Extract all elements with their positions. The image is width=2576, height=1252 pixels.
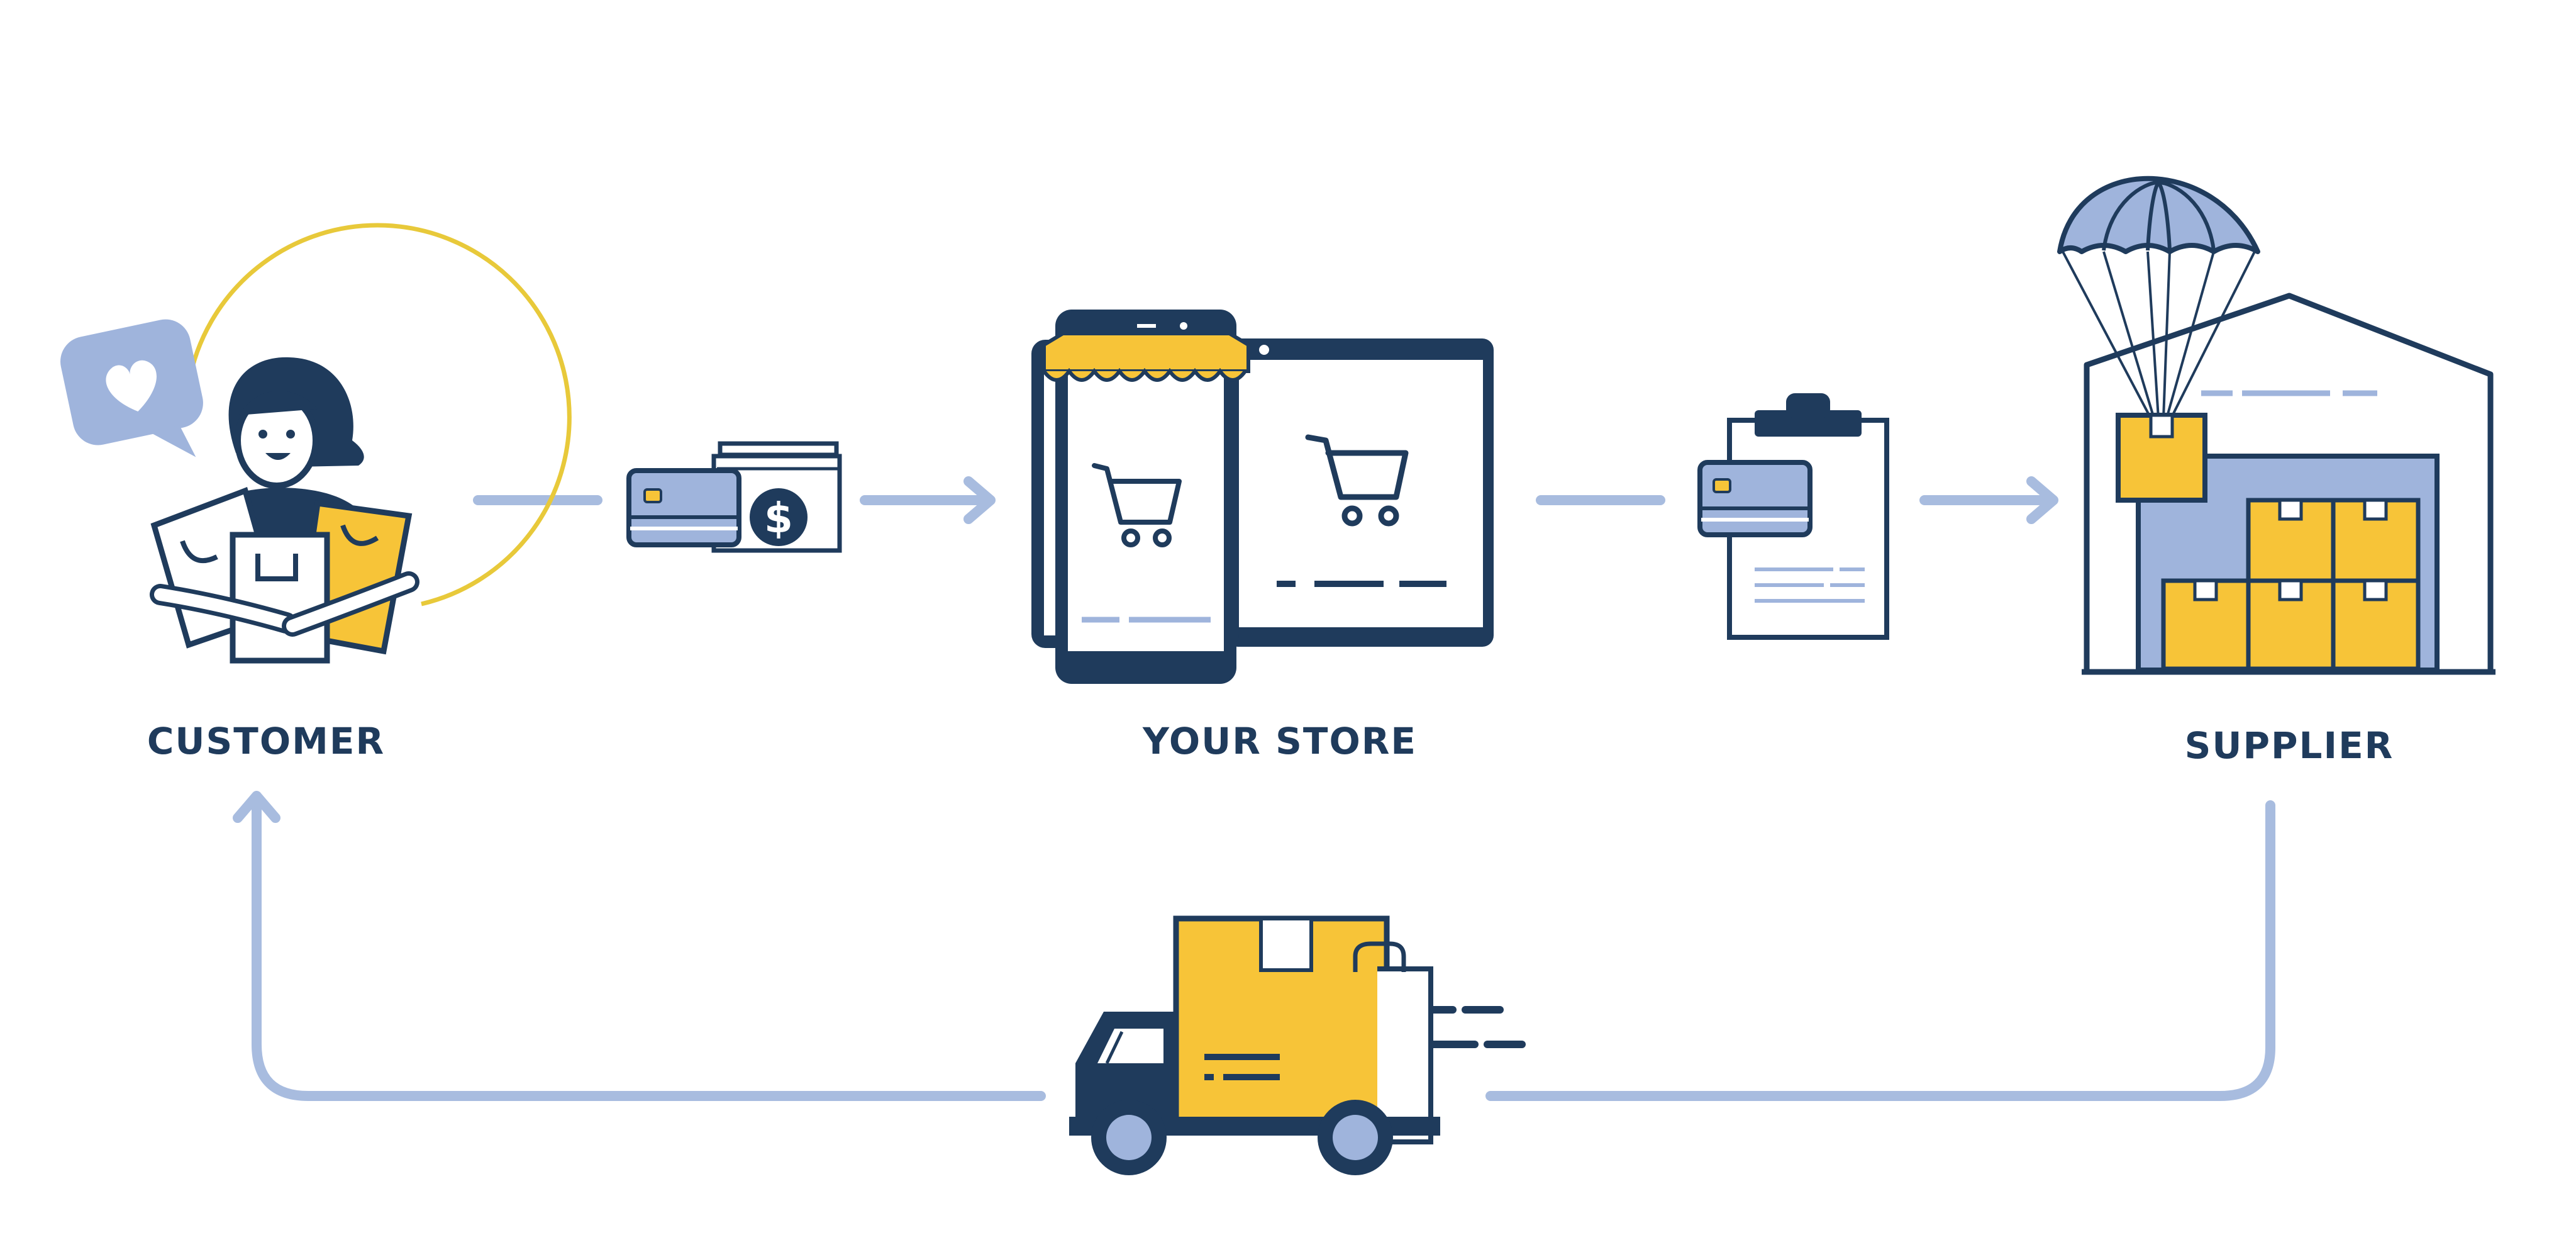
arrowhead-to-supplier <box>2026 476 2058 524</box>
connector-truck-customer <box>252 794 1046 1101</box>
cart-icon <box>1305 434 1409 527</box>
flow-connectors <box>233 476 2275 1101</box>
heart-bubble-icon <box>60 319 203 457</box>
storefront-devices-icon <box>1031 310 1494 684</box>
card-and-cash-icon: $ <box>626 441 842 553</box>
node-label-store: YOUR STORE <box>1142 720 1417 763</box>
parachute-box-icon <box>2057 176 2260 503</box>
arrowhead-to-customer <box>233 791 280 823</box>
currency-symbol: $ <box>764 494 793 542</box>
delivery-truck-icon <box>1069 915 1526 1175</box>
connector-supplier-truck <box>1485 800 2275 1101</box>
card-and-order-clipboard-icon <box>1697 393 1889 640</box>
customer-with-bags-icon <box>60 223 572 664</box>
cart-icon <box>1092 463 1182 547</box>
node-label-supplier: SUPPLIER <box>2185 724 2394 767</box>
arrowhead-to-store <box>963 476 996 524</box>
node-label-customer: CUSTOMER <box>147 720 385 763</box>
